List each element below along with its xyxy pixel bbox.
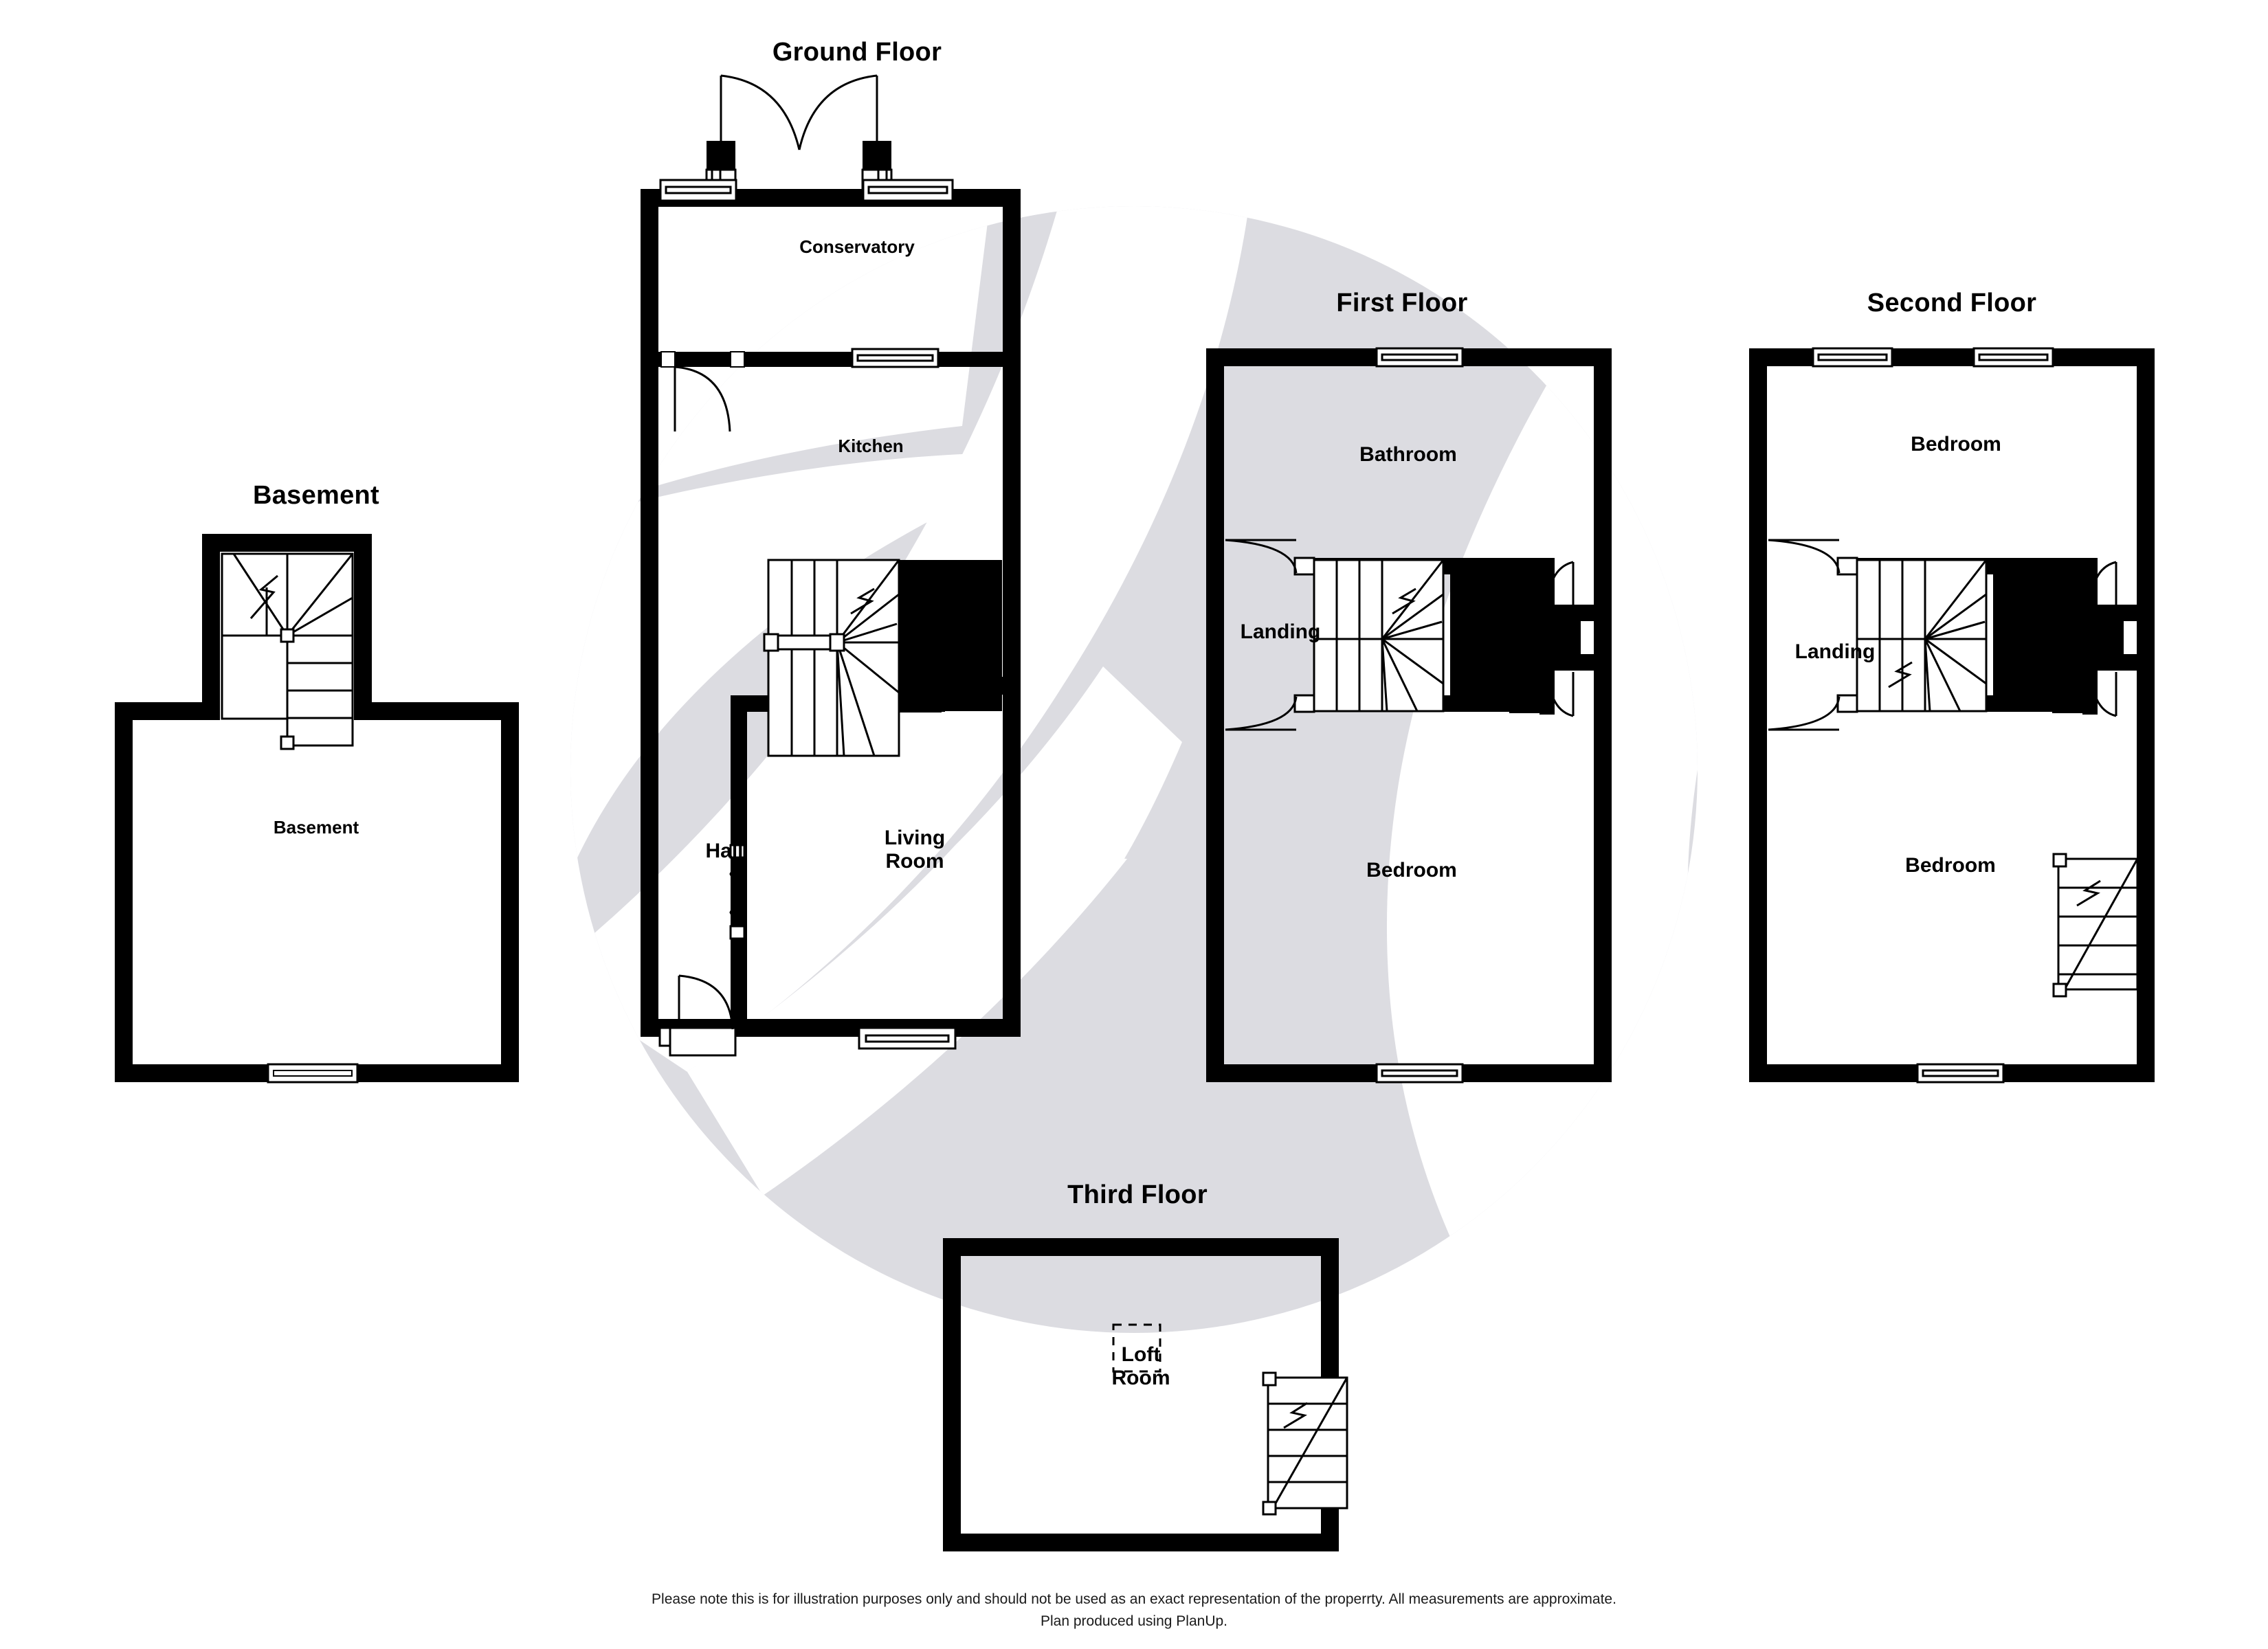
kitchen-window-top [851,348,940,368]
room-label-second-bedroom-lower: Bedroom [1905,854,1996,877]
room-label-hall: Hall [705,840,744,862]
basement-plan [115,534,519,1084]
ground-floor-plan [641,74,1021,1057]
room-label-second-landing: Landing [1794,640,1876,663]
disclaimer-line-2: Plan produced using PlanUp. [1040,1613,1227,1629]
conservatory-double-door [720,74,878,150]
front-door [658,974,737,1057]
room-label-second-bedroom-upper: Bedroom [1911,433,2001,456]
loft-staircase-second [2052,853,2139,998]
second-bedroom-windows [1812,347,2054,368]
ground-staircase [767,559,900,757]
bathroom-window [1375,347,1464,368]
second-landing-doors [1768,539,1841,731]
room-label-first-bedroom: Bedroom [1366,859,1457,882]
room-label-conservatory: Conservatory [799,236,915,257]
living-room-window [858,1027,957,1050]
loft-staircase-third [1262,1371,1348,1516]
floor-title-second: Second Floor [1867,289,2037,317]
disclaimer-footer: Please note this is for illustration pur… [652,1589,1616,1632]
floor-title-first: First Floor [1336,289,1468,317]
first-staircase [1313,559,1445,713]
room-label-kitchen: Kitchen [838,436,904,456]
first-bedroom-window [1375,1063,1464,1084]
room-label-loft-room: Loft Room [1111,1343,1170,1389]
second-lower-window [1916,1063,2005,1084]
room-label-living-room: Living Room [884,827,946,873]
floor-title-ground: Ground Floor [772,38,942,67]
room-label-basement: Basement [273,817,359,838]
room-label-first-landing: Landing [1240,620,1321,643]
third-floor-plan [943,1238,1348,1551]
disclaimer-line-1: Please note this is for illustration pur… [652,1591,1616,1607]
second-staircase [1856,559,1988,713]
floor-title-third: Third Floor [1067,1180,1208,1209]
second-floor-plan [1749,347,2155,1084]
basement-window [267,1063,359,1084]
floor-title-basement: Basement [252,481,380,510]
second-cupboard-doors [2089,561,2117,717]
room-label-bathroom: Bathroom [1359,443,1457,466]
